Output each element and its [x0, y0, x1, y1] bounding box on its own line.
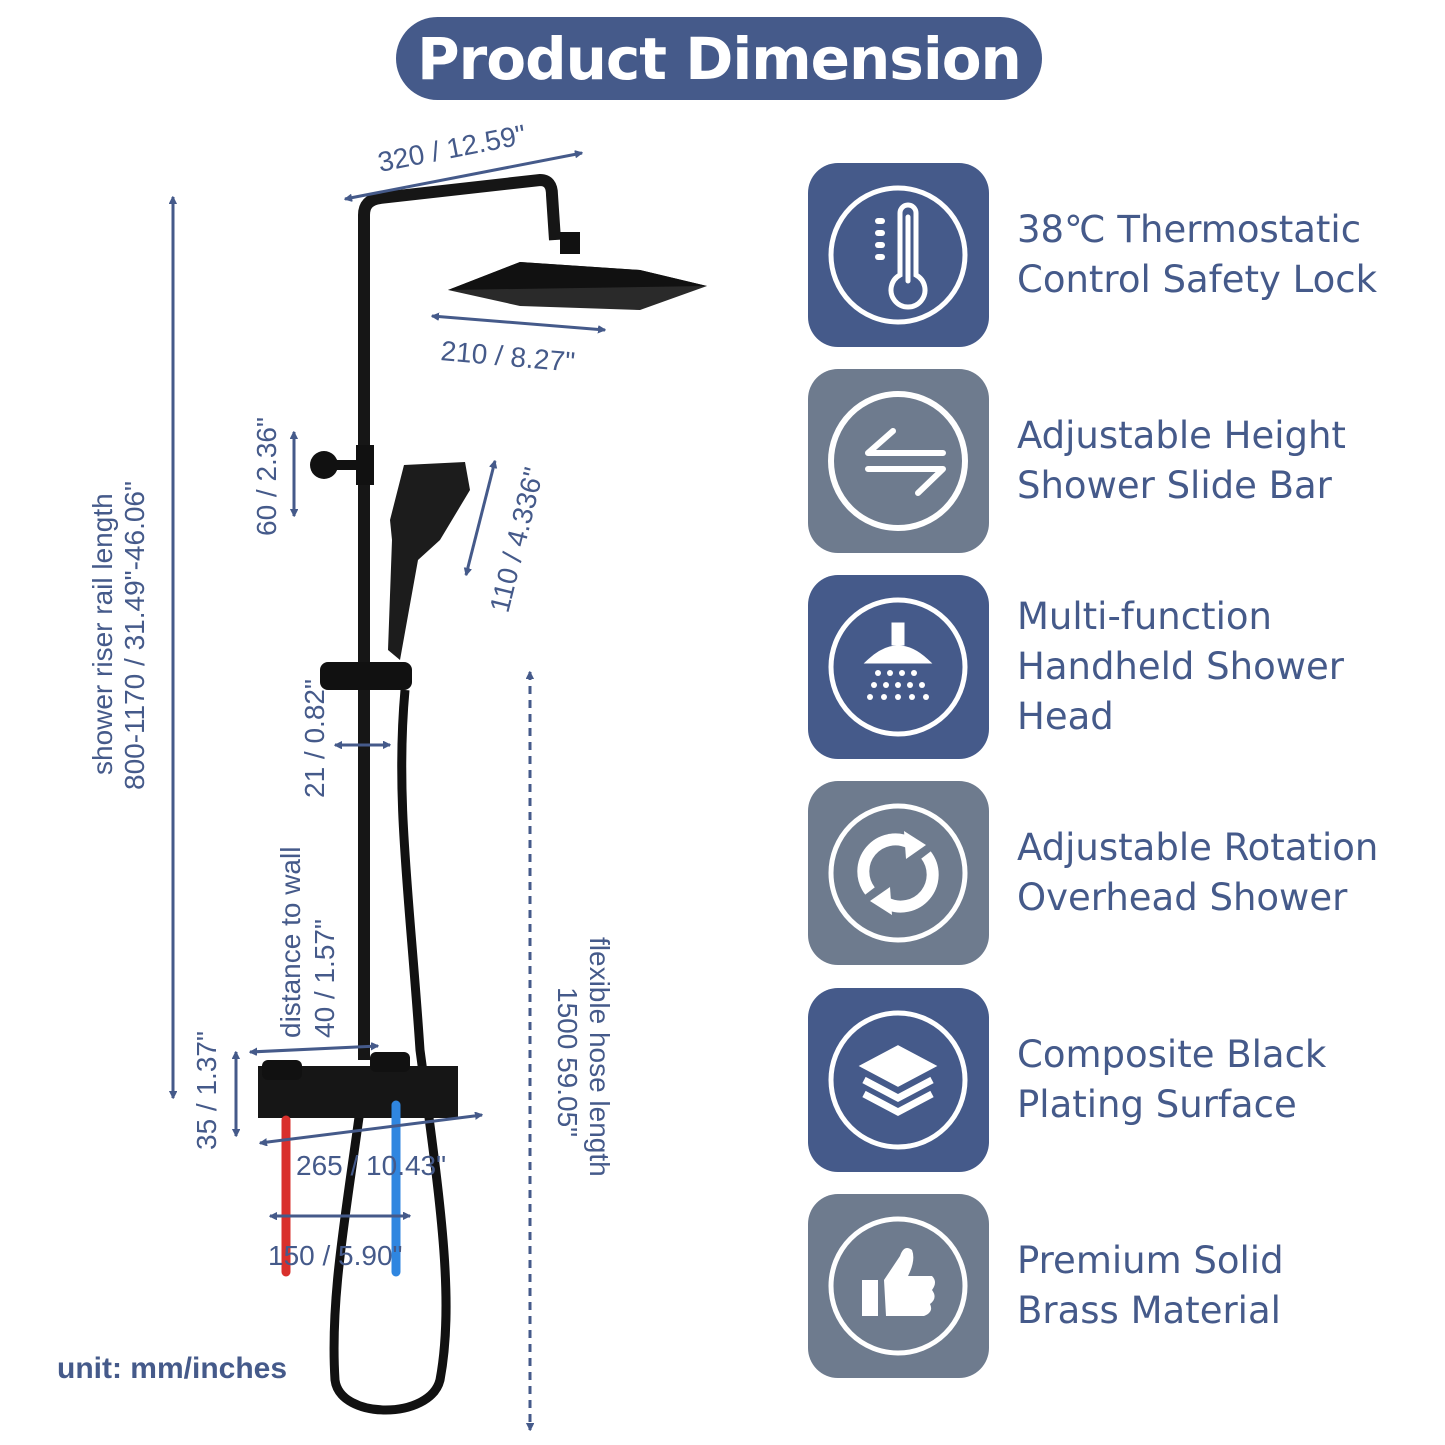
feature-line: Plating Surface	[1017, 1083, 1297, 1126]
dim-line-top-arm	[345, 153, 582, 199]
dim-handheld: 110 / 4.336"	[484, 464, 550, 615]
feature-line: Premium Solid	[1017, 1239, 1284, 1282]
dim-hose-value: 1500 59.05"	[552, 987, 583, 1137]
dim-wall-value: 40 / 1.57"	[309, 919, 340, 1038]
feature-line: Multi-function	[1017, 595, 1272, 638]
feature-line: Adjustable Height	[1017, 414, 1346, 457]
dim-bracket: 60 / 2.36"	[251, 417, 282, 536]
feature-line: Adjustable Rotation	[1017, 826, 1379, 869]
dim-rail-value: 800-1170 / 31.49"-46.06"	[119, 481, 150, 790]
layers-icon	[808, 988, 989, 1172]
shower-head-icon	[808, 575, 989, 759]
dim-line-head-width	[432, 316, 605, 330]
page-title: Product Dimension	[396, 17, 1042, 100]
dim-hose-label: flexible hose length	[584, 937, 615, 1177]
feature-line: 38℃ Thermostatic	[1017, 208, 1362, 251]
feature-line: Brass Material	[1017, 1289, 1281, 1332]
dim-valve-height: 35 / 1.37"	[191, 1031, 222, 1150]
feature-line: Control Safety Lock	[1017, 258, 1377, 301]
feature-line: Shower Slide Bar	[1017, 464, 1332, 507]
rotate-icon	[808, 781, 989, 965]
feature-line: Handheld Shower	[1017, 645, 1344, 688]
handheld-shower	[388, 462, 470, 660]
dim-head-width: 210 / 8.27"	[439, 335, 576, 378]
thumbs-up-icon	[808, 1194, 989, 1378]
dim-wall-label: distance to wall	[275, 847, 306, 1038]
hose	[329, 689, 451, 1415]
swap-arrows-icon	[808, 369, 989, 553]
dim-holder: 21 / 0.82"	[299, 679, 330, 798]
dim-valve-width: 265 / 10.43"	[296, 1150, 446, 1181]
dim-inlet-spacing: 150 / 5.90"	[268, 1240, 403, 1271]
slide-holder	[320, 662, 412, 690]
dim-line-handheld	[466, 461, 495, 575]
unit-label: unit: mm/inches	[57, 1352, 288, 1385]
dim-line-valve-width	[260, 1115, 482, 1143]
thermometer-icon	[808, 163, 989, 347]
feature-line: Overhead Shower	[1017, 876, 1348, 919]
dim-line-wall	[250, 1046, 378, 1052]
feature-line: Head	[1017, 695, 1114, 738]
dim-rail-label: shower riser rail length	[87, 493, 118, 775]
shower-product	[258, 173, 707, 1415]
feature-line: Composite Black	[1017, 1033, 1327, 1076]
